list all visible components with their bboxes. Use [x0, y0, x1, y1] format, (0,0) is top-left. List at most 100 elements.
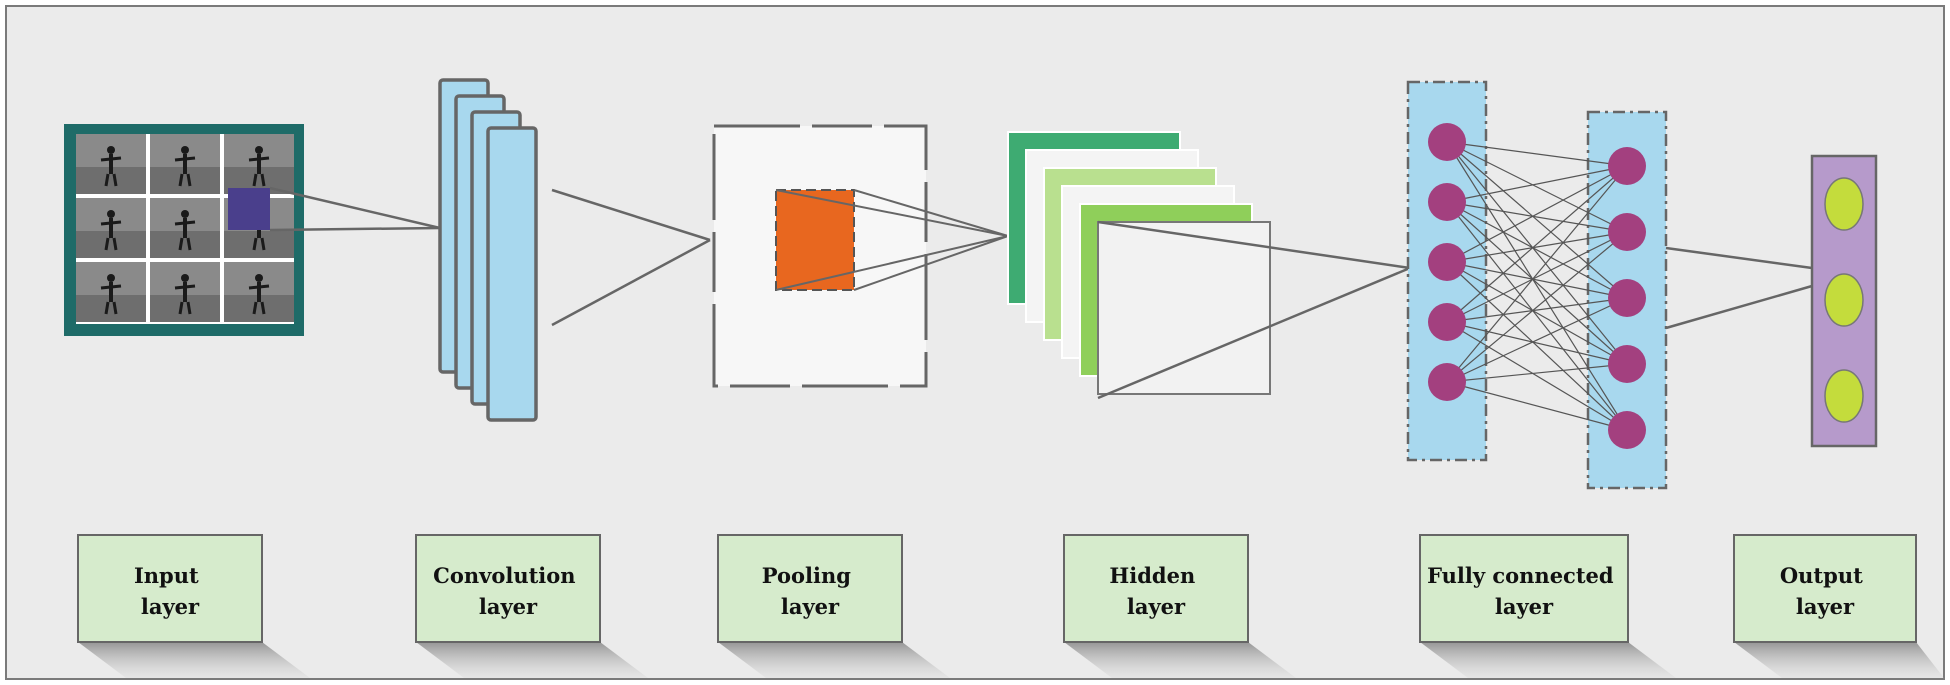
figure-head — [255, 274, 263, 282]
svg-text:Convolution layer: Convolution layer — [433, 563, 583, 619]
label-convolution-layer: Convolution layer — [415, 534, 648, 678]
pool-to-hidden-line-3 — [775, 235, 1009, 291]
figure-leg — [178, 173, 184, 187]
fc-edge — [1446, 297, 1628, 323]
fc-edge — [1446, 201, 1628, 431]
fc2-neuron — [1608, 147, 1646, 185]
input-layer-graphic — [64, 124, 441, 336]
conv-to-pool-line-2 — [551, 238, 711, 327]
pool-to-hidden-line-4 — [853, 235, 1009, 291]
fc1-neuron — [1428, 303, 1466, 341]
fc2-neuron — [1608, 279, 1646, 317]
label-shadow — [718, 642, 950, 678]
label-line-2: layer — [479, 594, 538, 619]
label-input-layer: Input layer — [77, 534, 310, 678]
pool-to-hidden-line-2 — [853, 189, 1009, 237]
label-box — [415, 534, 601, 643]
fc-edge — [1446, 261, 1628, 365]
label-line-2: layer — [781, 594, 840, 619]
label-line-1: Output — [1780, 563, 1863, 588]
label-line-1: Hidden — [1109, 563, 1195, 588]
label-line-1: Convolution — [433, 563, 575, 588]
figure-leg — [252, 237, 258, 251]
fc-connections — [1446, 141, 1628, 431]
fc-edge — [1446, 201, 1628, 233]
fc1-neuron — [1428, 243, 1466, 281]
label-line-1: Pooling — [762, 563, 851, 588]
label-box — [1063, 534, 1249, 643]
fc-edge — [1446, 165, 1628, 323]
label-shadow — [78, 642, 310, 678]
fc-edge — [1446, 261, 1628, 299]
label-line-2: layer — [1127, 594, 1186, 619]
svg-text:Output layer: Output layer — [1780, 563, 1870, 619]
fc-edge — [1446, 165, 1628, 203]
figure-leg — [252, 173, 258, 187]
figure-head — [181, 146, 189, 154]
convolution-map — [486, 126, 538, 422]
fc2-neuron — [1608, 345, 1646, 383]
label-output-layer: Output layer — [1733, 534, 1944, 678]
figure-leg — [186, 237, 192, 251]
figure-arms — [248, 284, 270, 290]
fc2-neuron — [1608, 411, 1646, 449]
fc2-neuron — [1608, 213, 1646, 251]
figure-head — [181, 274, 189, 282]
figure-arms — [174, 284, 196, 290]
figure-head — [107, 274, 115, 282]
fc-edge — [1446, 141, 1628, 167]
figure-leg — [252, 301, 258, 315]
fc-edge — [1446, 165, 1628, 263]
label-shadow — [1734, 642, 1944, 678]
input-to-conv-line-1 — [269, 186, 441, 230]
label-line-2: layer — [1796, 594, 1855, 619]
label-pooling-layer: Pooling layer — [717, 534, 950, 678]
label-box — [77, 534, 263, 643]
figure-leg — [178, 301, 184, 315]
label-box — [1419, 534, 1629, 643]
output-neuron — [1824, 273, 1864, 327]
figure-leg — [186, 173, 192, 187]
hidden-to-fc-line-2 — [1097, 266, 1411, 400]
svg-text:Hidden layer: Hidden layer — [1109, 563, 1202, 619]
fc-to-output-line-2 — [1665, 284, 1813, 330]
hidden-to-fc-line-1 — [1097, 220, 1411, 270]
label-shadow — [1420, 642, 1676, 678]
fc-edge — [1446, 231, 1628, 383]
figure-head — [255, 146, 263, 154]
svg-text:Input layer: Input layer — [134, 563, 206, 619]
figure-leg — [260, 301, 266, 315]
figure-leg — [178, 237, 184, 251]
figure-arms — [174, 220, 196, 226]
output-neuron — [1824, 369, 1864, 423]
fc-edge — [1446, 261, 1628, 431]
label-fully-connected-layer: Fully connected layer — [1419, 534, 1676, 678]
fc1-neuron — [1428, 123, 1466, 161]
svg-text:Fully connected layer: Fully connected layer — [1427, 563, 1621, 619]
figure-arms — [174, 156, 196, 162]
fc-edge — [1446, 231, 1628, 263]
label-hidden-layer: Hidden layer — [1063, 534, 1296, 678]
figure-arms — [100, 156, 122, 162]
figure-leg — [104, 173, 110, 187]
fc-edge — [1446, 165, 1628, 383]
pooling-layer-graphic — [712, 124, 1009, 388]
figure-head — [107, 146, 115, 154]
convolution-kernel-window — [228, 188, 270, 230]
figure-arms — [100, 220, 122, 226]
figure-leg — [112, 237, 118, 251]
figure-leg — [104, 237, 110, 251]
pooling-window — [775, 189, 855, 291]
hidden-map — [1097, 221, 1271, 395]
fc-edge — [1446, 141, 1628, 299]
label-shadow — [416, 642, 648, 678]
convolution-feature-maps — [438, 78, 538, 422]
output-neurons — [1824, 177, 1864, 423]
conv-to-pool-line-1 — [551, 188, 711, 242]
fc-to-output-line-1 — [1665, 246, 1813, 270]
label-shadow — [1064, 642, 1296, 678]
label-line-1: Fully connected — [1427, 563, 1614, 588]
fc-edge — [1446, 321, 1628, 365]
